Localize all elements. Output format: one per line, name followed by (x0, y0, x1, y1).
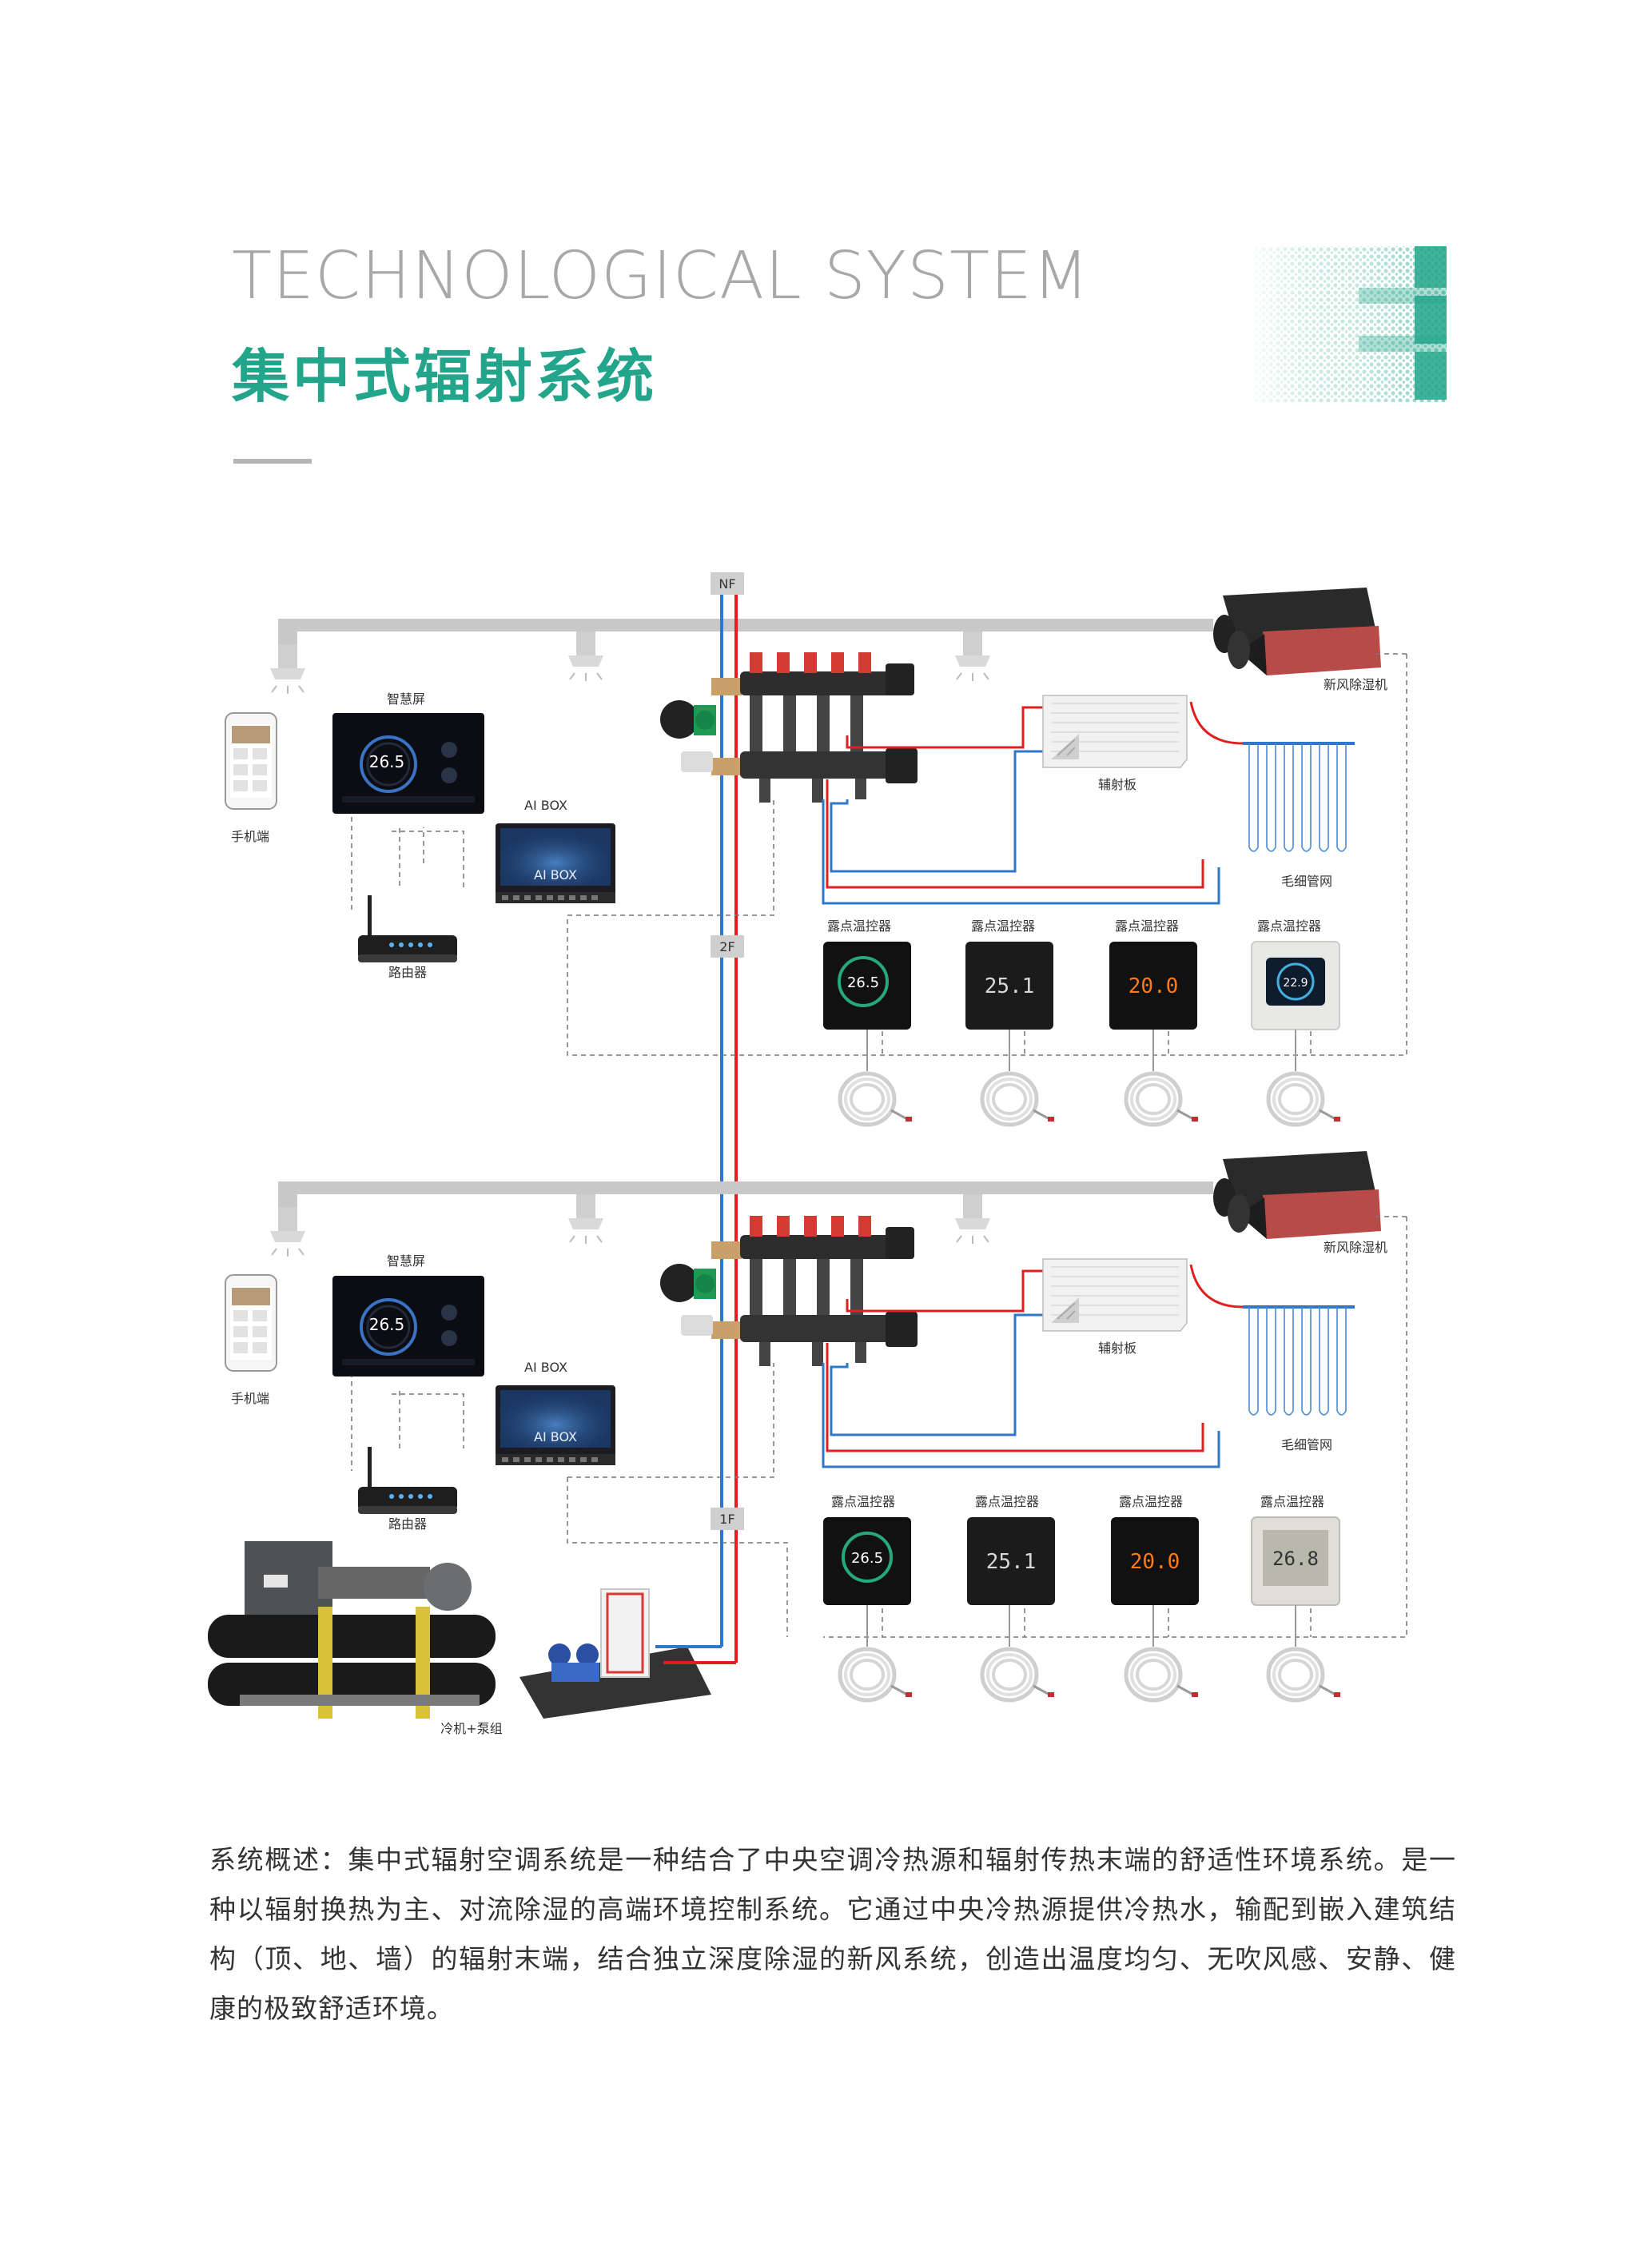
fresh-air-unit-upper (1213, 588, 1381, 675)
radiant-panel-label-upper: 辅射板 (1098, 777, 1136, 792)
phone-upper (225, 712, 277, 810)
thermostat-reading-lower-2: 25.1 (986, 1550, 1037, 1574)
phone-lower (225, 1274, 277, 1372)
aibox-lower (496, 1385, 615, 1465)
smart-screen-upper (331, 711, 486, 815)
floor-tag-nf: NF (719, 576, 735, 592)
screen-temp-lower: 26.5 (369, 1315, 405, 1334)
duct-lower (278, 1181, 1213, 1194)
aibox-upper (496, 823, 615, 903)
aibox-text-upper: AI BOX (534, 867, 577, 882)
thermostat-reading-lower-3: 20.0 (1130, 1550, 1180, 1574)
router-upper (358, 895, 457, 962)
router-lower (358, 1447, 457, 1514)
thermostat-reading-upper-3: 20.0 (1129, 974, 1179, 998)
radiant-panel-upper (1042, 695, 1188, 768)
router-label-lower: 路由器 (388, 1516, 427, 1532)
thermostat-reading-upper-2: 25.1 (985, 974, 1035, 998)
chiller-label: 冷机+泵组 (440, 1721, 502, 1736)
thermostats-upper: 露点温控器 露点温控器 露点温控器 露点温控器 26.5 25.1 20.0 2… (823, 918, 1340, 1125)
capillary-net-upper (1241, 742, 1356, 853)
manifold-upper (660, 652, 918, 803)
thermostat-label-upper-4: 露点温控器 (1257, 918, 1321, 934)
floor-tag-2f: 2F (719, 939, 734, 954)
router-label-upper: 路由器 (388, 965, 427, 980)
title-en: TECHNOLOGICAL SYSTEM (232, 238, 1090, 314)
duct-upper (278, 619, 1213, 631)
thermostat-label-lower-3: 露点温控器 (1119, 1494, 1183, 1509)
title-cn: 集中式辐射系统 (232, 343, 658, 410)
smart-screen-label-lower: 智慧屏 (387, 1253, 425, 1269)
manifold-lower (660, 1216, 918, 1366)
fresh-air-label-upper: 新风除湿机 (1324, 677, 1387, 692)
thermostat-label-upper-3: 露点温控器 (1115, 918, 1179, 934)
thermostat-label-lower-2: 露点温控器 (975, 1494, 1039, 1509)
screen-temp-upper: 26.5 (369, 752, 405, 771)
thermostats-lower: 露点温控器 露点温控器 露点温控器 露点温控器 26.5 25.1 20.0 2… (823, 1494, 1340, 1700)
system-diagram: NF 2F 辅射板 毛细管网 新风除湿机 手机端 智慧屏 26.5 AI BOX… (208, 572, 1407, 1736)
title-rule (233, 459, 312, 464)
aibox-text-lower: AI BOX (534, 1429, 577, 1444)
f-logo-graphic (1247, 246, 1447, 402)
phone-label-lower: 手机端 (231, 1391, 269, 1406)
capillary-label-lower: 毛细管网 (1281, 1437, 1332, 1452)
radiant-panel-label-lower: 辅射板 (1098, 1341, 1136, 1356)
radiant-panel-lower (1042, 1258, 1188, 1332)
floor-tag-1f: 1F (719, 1512, 734, 1527)
phone-label-upper: 手机端 (231, 829, 269, 844)
thermostat-label-lower-1: 露点温控器 (831, 1494, 895, 1509)
pump-set (519, 1588, 711, 1719)
thermostat-reading-lower-4: 26.8 (1272, 1548, 1319, 1570)
capillary-label-upper: 毛细管网 (1281, 874, 1332, 889)
thermostat-reading-lower-1: 26.5 (851, 1550, 883, 1567)
thermostat-label-upper-1: 露点温控器 (827, 918, 891, 934)
smart-screen-label-upper: 智慧屏 (387, 691, 425, 707)
thermostat-reading-upper-4: 22.9 (1283, 977, 1308, 990)
thermostat-label-upper-2: 露点温控器 (971, 918, 1035, 934)
fresh-air-label-lower: 新风除湿机 (1324, 1240, 1387, 1255)
aibox-label-lower: AI BOX (524, 1360, 567, 1375)
aibox-label-upper: AI BOX (524, 798, 567, 813)
fresh-air-unit-lower (1213, 1151, 1381, 1239)
thermostat-label-lower-4: 露点温控器 (1260, 1494, 1324, 1509)
thermostat-reading-upper-1: 26.5 (847, 974, 879, 991)
smart-screen-lower (331, 1274, 486, 1378)
system-summary: 系统概述：集中式辐射空调系统是一种结合了中央空调冷热源和辐射传热末端的舒适性环境… (209, 1844, 1456, 2024)
chiller-unit (208, 1541, 496, 1719)
capillary-net-lower (1241, 1305, 1356, 1416)
